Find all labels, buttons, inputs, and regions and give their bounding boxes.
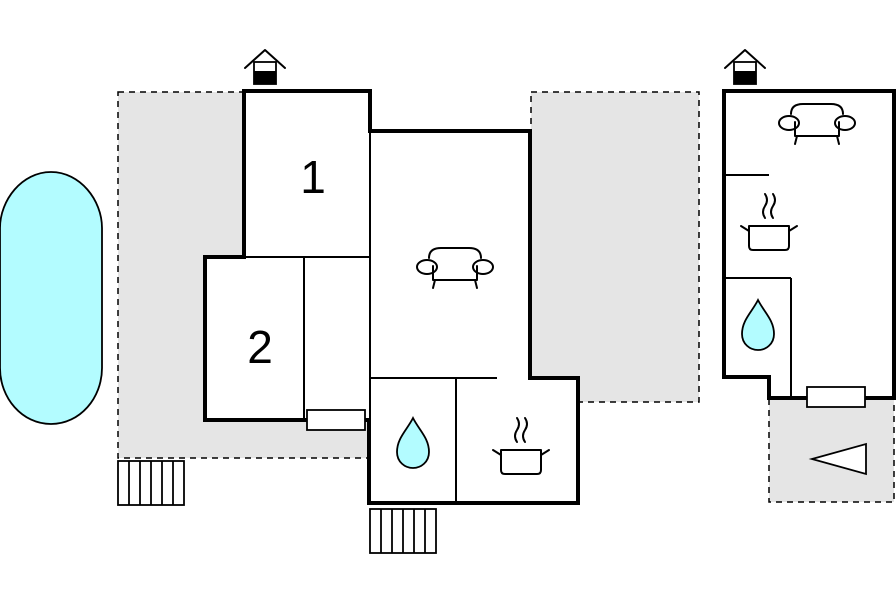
terrace-annex xyxy=(768,397,895,503)
stairs-icon xyxy=(369,508,437,554)
terrace-right xyxy=(530,91,700,403)
house-entrance-icon xyxy=(724,49,766,85)
window-icon xyxy=(806,386,866,408)
house-entrance-icon xyxy=(244,49,286,85)
room-label-1: 1 xyxy=(300,151,326,203)
main-house-floor xyxy=(205,91,578,503)
stairs-icon xyxy=(117,460,185,506)
room-label-2: 2 xyxy=(247,321,273,373)
pool xyxy=(0,171,103,425)
annex-walls xyxy=(722,89,896,400)
main-house-walls xyxy=(203,89,580,505)
window-icon xyxy=(306,409,366,431)
direction-arrow-icon xyxy=(808,442,867,476)
